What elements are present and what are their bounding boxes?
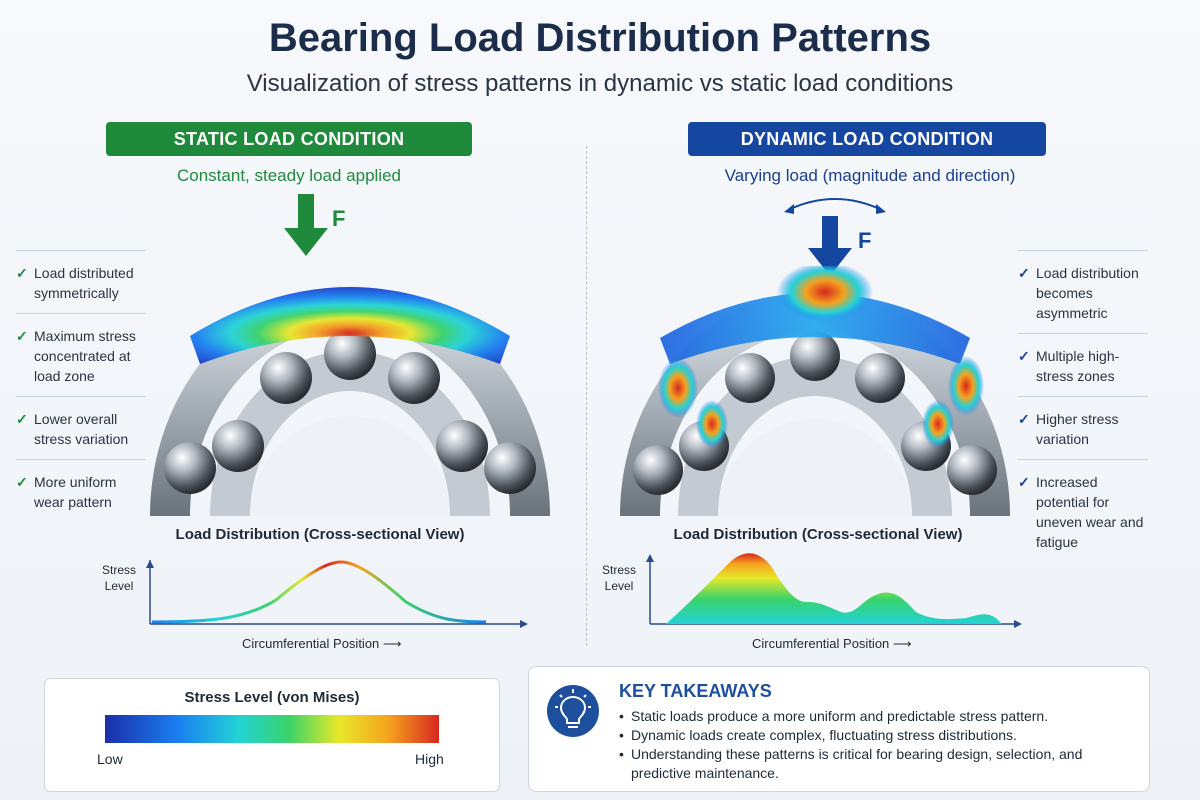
list-item: Understanding these patterns is critical… [619,745,1139,783]
dynamic-notes: ✓ Load distribution becomes asymmetric ✓ M… [1018,250,1148,562]
dynamic-description: Varying load (magnitude and direction) [724,166,1016,185]
static-note-item: ✓ Maximum stress concentrated at load zon… [16,313,146,396]
list-item: Dynamic loads create complex, fluctuatin… [619,726,1139,745]
check-icon: ✓ [1018,474,1030,490]
note-text: Load distributed symmetrically [34,265,134,301]
check-icon: ✓ [16,474,28,490]
check-icon: ✓ [1018,265,1030,281]
page-title: Bearing Load Distribution Patterns [268,16,932,60]
key-takeaways-panel: KEY TAKEAWAYS Static loads produce a mor… [528,666,1150,792]
note-text: Multiple high-stress zones [1036,348,1120,384]
legend-high-label: High [415,751,444,767]
static-bearing-illustration [150,286,550,516]
static-note-item: ✓ More uniform wear pattern [16,459,146,522]
dynamic-note-item: ✓ Multiple high-stress zones [1018,333,1148,396]
check-icon: ✓ [1018,411,1030,427]
legend-title: Stress Level (von Mises) [184,689,360,706]
static-y-axis-label: Stress Level [96,562,142,594]
dynamic-note-item: ✓ Higher stress variation [1018,396,1148,459]
dynamic-force-arrow-icon [784,198,886,276]
dynamic-x-axis-label: Circumferential Position ⟶ [752,636,912,651]
note-text: More uniform wear pattern [34,474,117,510]
center-divider [586,146,587,646]
note-text: Maximum stress concentrated at load zone [34,328,136,384]
legend-low-label: Low [97,751,123,767]
note-text: Lower overall stress variation [34,411,129,447]
legend-color-bar [105,715,439,743]
static-note-item: ✓ Load distributed symmetrically [16,250,146,313]
dynamic-stress-area [666,553,1002,624]
static-load-chart [146,560,528,628]
static-force-arrow-icon [284,194,328,256]
dynamic-note-item: ✓ Load distribution becomes asymmetric [1018,250,1148,333]
dynamic-banner: DYNAMIC LOAD CONDITION [688,122,1046,156]
y-label-line: Level [104,579,134,593]
static-banner: STATIC LOAD CONDITION [106,122,472,156]
y-label-line: Level [604,579,634,593]
note-text: Higher stress variation [1036,411,1119,447]
dynamic-bearing-illustration [620,266,1010,516]
y-label-line: Stress [101,563,136,577]
static-chart-title: Load Distribution (Cross-sectional View) [175,526,465,543]
static-stress-curve [151,560,487,624]
static-note-item: ✓ Lower overall stress variation [16,396,146,459]
check-icon: ✓ [1018,348,1030,364]
dynamic-y-axis-label: Stress Level [596,562,642,594]
check-icon: ✓ [16,411,28,427]
check-icon: ✓ [16,265,28,281]
static-notes: ✓ Load distributed symmetrically ✓ Maximum… [16,250,146,522]
static-force-label: F [332,206,346,231]
lightbulb-icon [547,685,599,737]
static-x-axis-label: Circumferential Position ⟶ [242,636,402,651]
dynamic-chart-title: Load Distribution (Cross-sectional View) [673,526,963,543]
key-takeaways-list: Static loads produce a more uniform and … [619,707,1139,783]
dynamic-force-label: F [858,228,872,253]
static-description: Constant, steady load applied [177,166,401,185]
y-label-line: Stress [601,563,636,577]
note-text: Load distribution becomes asymmetric [1036,265,1139,321]
dynamic-note-item: ✓ Increased potential for uneven wear and… [1018,459,1148,562]
check-icon: ✓ [16,328,28,344]
stress-legend: Stress Level (von Mises) Low High [44,678,500,792]
dynamic-load-chart [646,553,1022,628]
key-takeaways-title: KEY TAKEAWAYS [619,681,772,701]
note-text: Increased potential for uneven wear and … [1036,474,1144,550]
page-subtitle: Visualization of stress patterns in dyna… [246,70,954,97]
list-item: Static loads produce a more uniform and … [619,707,1139,726]
